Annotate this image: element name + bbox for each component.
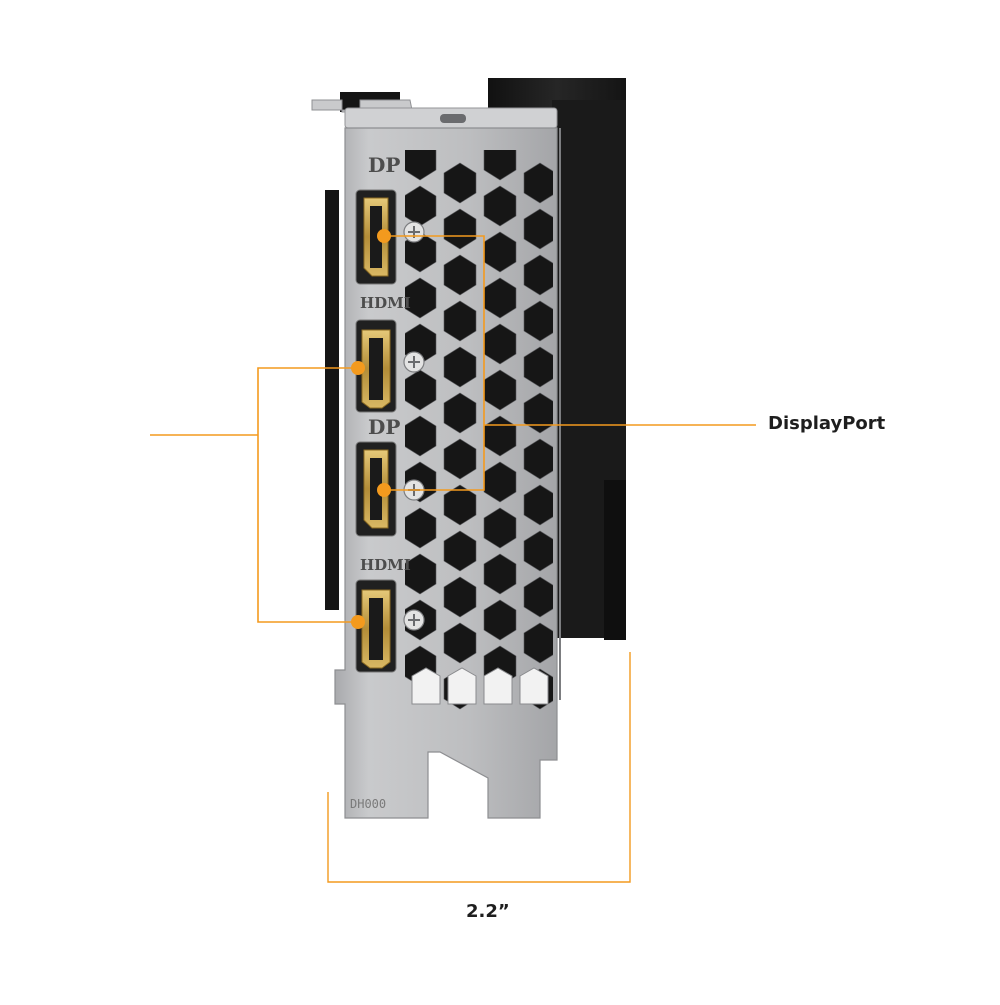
hdmi-port bbox=[355, 579, 397, 673]
grille-opening bbox=[443, 300, 477, 342]
bottom-vents bbox=[411, 667, 549, 705]
grille-opening bbox=[483, 185, 517, 227]
grille-opening bbox=[443, 530, 477, 572]
bottom-vent bbox=[519, 667, 549, 705]
grille-opening bbox=[483, 461, 517, 503]
port-labels: DP HDMI DP HDMI bbox=[360, 153, 411, 574]
grille-opening bbox=[523, 438, 553, 480]
bracket-screw bbox=[403, 351, 425, 373]
ports bbox=[355, 189, 397, 673]
grille-opening bbox=[483, 553, 517, 595]
bottom-vent bbox=[411, 667, 441, 705]
port-label-3: DP bbox=[368, 415, 400, 439]
screws bbox=[403, 221, 425, 631]
displayport-callout-line bbox=[384, 235, 485, 491]
displayport-port bbox=[355, 441, 397, 537]
grille-opening bbox=[443, 346, 477, 388]
callout-dot bbox=[351, 615, 365, 629]
callout-lines bbox=[150, 235, 756, 623]
grille-opening bbox=[483, 150, 517, 181]
grille-opening bbox=[405, 277, 437, 319]
grille-opening bbox=[405, 150, 437, 181]
callout-dot bbox=[377, 229, 391, 243]
grille-opening bbox=[523, 254, 553, 296]
grille-opening bbox=[443, 162, 477, 204]
grille-opening bbox=[523, 622, 553, 664]
bracket-screw bbox=[403, 609, 425, 631]
grille-opening bbox=[443, 208, 477, 250]
grille-opening bbox=[483, 507, 517, 549]
bottom-vent bbox=[447, 667, 477, 705]
grille-opening bbox=[523, 392, 553, 434]
callout-dot bbox=[351, 361, 365, 375]
bracket-screw bbox=[403, 221, 425, 243]
port-label-4: HDMI bbox=[360, 556, 411, 574]
grille-opening bbox=[443, 254, 477, 296]
grille-opening bbox=[523, 346, 553, 388]
grille-opening bbox=[483, 599, 517, 641]
bracket-marking: DH000 bbox=[350, 797, 386, 811]
displayport-port bbox=[355, 189, 397, 285]
grille-opening bbox=[405, 415, 437, 457]
bottom-vent bbox=[483, 667, 513, 705]
displayport-callout-label: DisplayPort bbox=[768, 413, 886, 434]
grille-opening bbox=[443, 576, 477, 618]
hdmi-callout-line bbox=[257, 367, 358, 623]
grille-opening bbox=[443, 484, 477, 526]
grille-opening bbox=[523, 576, 553, 618]
grille-opening bbox=[523, 162, 553, 204]
grille-opening bbox=[443, 438, 477, 480]
grille-opening bbox=[405, 507, 437, 549]
port-label-2: HDMI bbox=[360, 294, 411, 312]
callout-dots bbox=[351, 229, 391, 629]
callout-dot bbox=[377, 483, 391, 497]
grille-opening bbox=[523, 300, 553, 342]
grille-opening bbox=[523, 208, 553, 250]
bracket-width-dimension: 2.2” bbox=[466, 901, 510, 922]
dimension-marker bbox=[327, 652, 631, 883]
grille-opening bbox=[443, 392, 477, 434]
grille-opening bbox=[523, 530, 553, 572]
grille-opening bbox=[405, 185, 437, 227]
port-label-1: DP bbox=[368, 153, 400, 177]
bracket-top-tab bbox=[311, 99, 558, 129]
grille-opening bbox=[523, 484, 553, 526]
grille-opening bbox=[405, 553, 437, 595]
hdmi-port bbox=[355, 319, 397, 413]
grille-opening bbox=[443, 622, 477, 664]
